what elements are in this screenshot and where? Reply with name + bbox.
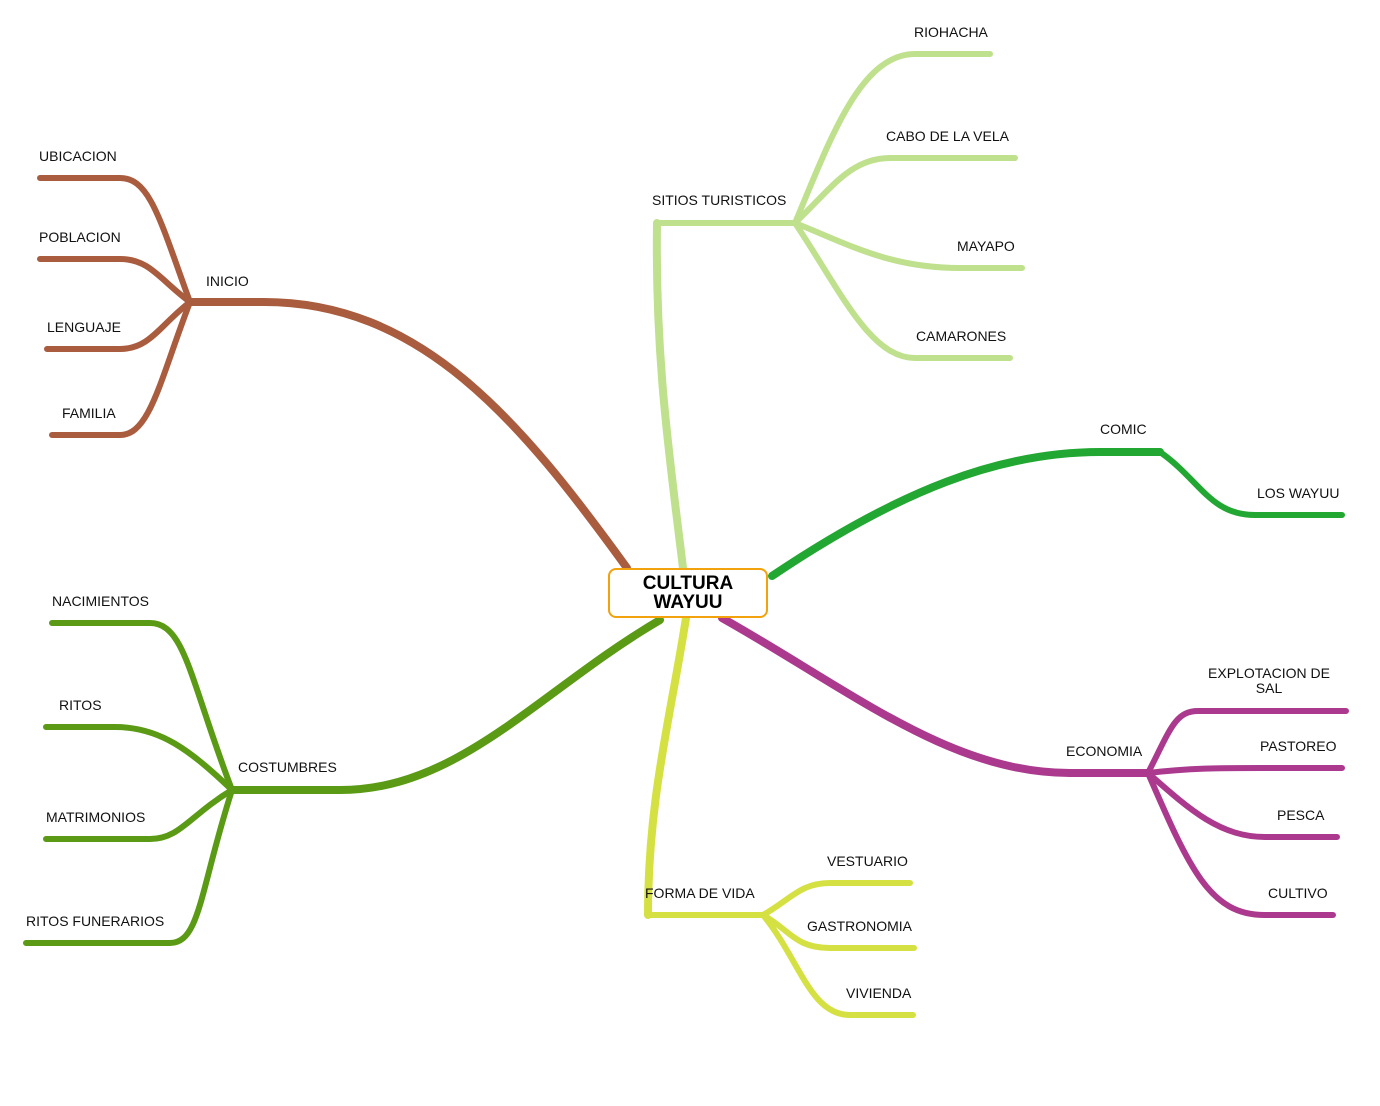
node-mayapo[interactable]: MAYAPO xyxy=(957,238,1015,254)
link-forma-vestuario xyxy=(760,880,913,918)
link-economia-cultivo xyxy=(1145,770,1336,918)
link-comic-loswayuu xyxy=(1157,449,1345,518)
node-economia[interactable]: ECONOMIA xyxy=(1066,743,1143,759)
node-sitios-turisticos[interactable]: SITIOS TURISTICOS xyxy=(652,192,787,208)
link-economia-pesca xyxy=(1145,770,1340,840)
link-center-sitios xyxy=(652,219,687,572)
node-nacimientos[interactable]: NACIMIENTOS xyxy=(52,593,149,609)
node-gastronomia[interactable]: GASTRONOMIA xyxy=(807,918,913,934)
link-forma-vivienda xyxy=(760,912,916,1018)
node-lenguaje[interactable]: LENGUAJE xyxy=(47,319,121,335)
link-inicio-lenguaje xyxy=(44,299,193,352)
node-familia[interactable]: FAMILIA xyxy=(62,405,116,421)
link-inicio-poblacion xyxy=(37,256,193,305)
central-node[interactable]: CULTURA WAYUU xyxy=(608,568,768,618)
node-comic[interactable]: COMIC xyxy=(1100,421,1147,437)
link-center-forma xyxy=(644,614,690,919)
link-inicio-ubicacion xyxy=(37,175,193,305)
node-pesca[interactable]: PESCA xyxy=(1277,807,1325,823)
link-sitios-cabo xyxy=(792,155,1018,226)
link-costumbres-matrimonios xyxy=(43,787,235,842)
node-costumbres[interactable]: COSTUMBRES xyxy=(238,759,337,775)
link-center-comic xyxy=(768,448,1164,580)
link-center-economia xyxy=(718,614,1152,777)
link-sitios-mayapo xyxy=(792,220,1025,271)
link-costumbres-nacimientos xyxy=(49,620,235,793)
link-inicio-familia xyxy=(49,299,193,438)
node-vivienda[interactable]: VIVIENDA xyxy=(846,985,912,1001)
node-los-wayuu[interactable]: LOS WAYUU xyxy=(1257,485,1340,501)
node-ritos[interactable]: RITOS xyxy=(59,697,102,713)
central-title: CULTURA WAYUU xyxy=(642,573,734,613)
link-center-inicio xyxy=(186,297,631,572)
link-forma-gastronomia xyxy=(760,912,917,951)
node-camarones[interactable]: CAMARONES xyxy=(916,328,1007,344)
node-pastoreo[interactable]: PASTOREO xyxy=(1260,738,1337,754)
node-poblacion[interactable]: POBLACION xyxy=(39,229,121,245)
link-economia-pastoreo xyxy=(1145,765,1345,776)
node-matrimonios[interactable]: MATRIMONIOS xyxy=(46,809,146,825)
node-explotacion-de-sal[interactable]: EXPLOTACION DE SAL xyxy=(1208,665,1330,696)
node-riohacha[interactable]: RIOHACHA xyxy=(914,24,988,40)
link-costumbres-ritos xyxy=(43,724,235,793)
link-economia-sal xyxy=(1145,708,1349,776)
node-cabo-de-la-vela[interactable]: CABO DE LA VELA xyxy=(886,128,1009,144)
node-ubicacion[interactable]: UBICACION xyxy=(39,148,117,164)
node-cultivo[interactable]: CULTIVO xyxy=(1268,885,1328,901)
node-forma-de-vida[interactable]: FORMA DE VIDA xyxy=(645,885,755,901)
link-costumbres-ritosfunerarios xyxy=(23,787,235,946)
link-center-costumbres xyxy=(228,616,664,794)
node-vestuario[interactable]: VESTUARIO xyxy=(827,853,908,869)
link-sitios-riohacha xyxy=(792,51,993,226)
link-sitios-camarones xyxy=(792,220,1013,361)
node-inicio[interactable]: INICIO xyxy=(206,273,249,289)
node-ritos-funerarios[interactable]: RITOS FUNERARIOS xyxy=(26,913,165,929)
